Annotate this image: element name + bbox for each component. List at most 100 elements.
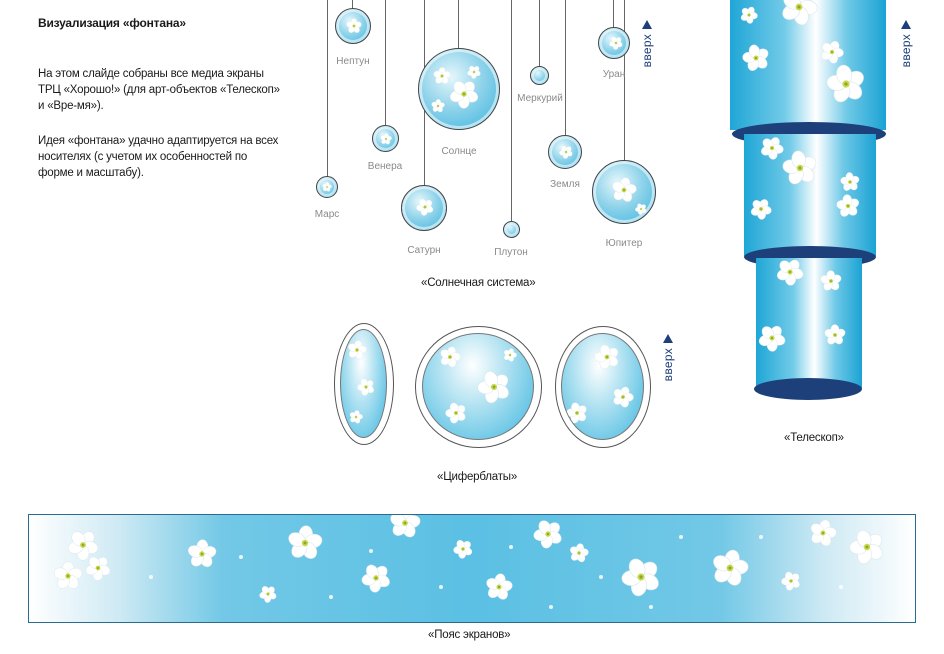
blossom-icon — [570, 543, 589, 563]
planet-label: Венера — [367, 161, 403, 172]
screen-belt — [28, 514, 916, 623]
planet-label: Солнце — [441, 146, 477, 157]
string-sun — [458, 0, 459, 49]
telescope-bottom-ring — [754, 378, 862, 400]
telescope-bottom-screen — [756, 258, 862, 388]
planet-mercury-orb — [530, 66, 549, 85]
blossom-icon — [613, 386, 634, 408]
blossom-icon — [67, 531, 99, 561]
blossom-icon — [594, 344, 619, 370]
string-pluto — [511, 0, 512, 222]
blossom-icon — [453, 540, 473, 559]
blossom-icon — [782, 150, 817, 185]
dial-right-frame — [555, 326, 651, 448]
planet-label: Земля — [550, 179, 580, 190]
blossom-icon — [820, 270, 842, 291]
blossom-icon — [477, 371, 509, 404]
telescope-caption: «Телескоп» — [784, 432, 844, 444]
planet-saturn-orb — [401, 185, 447, 231]
blossom-icon — [533, 520, 562, 549]
planet-neptune-orb — [335, 8, 371, 44]
blossom-icon — [612, 177, 637, 202]
blossom-icon — [566, 402, 587, 424]
blossom-icon — [821, 40, 844, 64]
planet-jupiter-orb — [592, 160, 656, 224]
blossom-icon — [713, 549, 749, 586]
blossom-icon — [53, 561, 83, 589]
dials-up-indicator: вверх — [658, 334, 678, 381]
telescope-up-indicator: вверх — [896, 20, 916, 67]
string-venus — [385, 0, 386, 126]
dial-right-screen — [561, 333, 644, 440]
blossom-icon — [824, 324, 846, 345]
idea-paragraph: Идея «фонтана» удачно адаптируется на вс… — [38, 135, 279, 179]
planet-sun-orb — [418, 48, 500, 130]
telescope-middle-screen — [744, 134, 876, 256]
blossom-icon — [288, 525, 323, 559]
up-label: вверх — [640, 34, 654, 68]
planet-uranus-orb — [598, 27, 630, 59]
planet-label: Нептун — [336, 56, 370, 67]
blossom-icon — [357, 378, 374, 396]
dials-caption: «Циферблаты» — [437, 471, 518, 483]
blossom-icon — [740, 6, 758, 24]
planet-earth-orb — [548, 135, 582, 169]
planet-label: Плутон — [494, 247, 528, 258]
string-jupiter — [624, 0, 625, 161]
blossom-icon — [322, 182, 332, 192]
blossom-icon — [504, 348, 517, 362]
blossom-icon — [348, 340, 367, 360]
blossom-icon — [390, 515, 421, 538]
belt-caption: «Пояс экранов» — [428, 629, 511, 641]
blossom-icon — [836, 194, 859, 217]
planet-pluto-orb — [503, 221, 520, 238]
planet-venus-orb — [372, 125, 399, 152]
blossom-icon — [621, 558, 659, 597]
arrow-up-icon — [642, 20, 652, 29]
up-label: вверх — [661, 348, 675, 382]
string-uranus — [613, 0, 614, 28]
string-mars — [327, 0, 328, 177]
blossom-icon — [467, 65, 481, 79]
telescope-top-screen — [730, 0, 886, 130]
string-mercury — [539, 0, 540, 67]
string-neptune — [352, 0, 353, 10]
blossom-icon — [416, 198, 434, 216]
dial-left-frame — [334, 323, 394, 445]
blossom-icon — [85, 556, 111, 581]
blossom-icon — [777, 259, 804, 286]
string-earth — [565, 0, 566, 136]
planet-label: Меркурий — [517, 93, 563, 104]
blossom-icon — [742, 44, 769, 71]
dial-left-screen — [340, 329, 387, 438]
blossom-icon — [849, 530, 883, 565]
blossom-icon — [782, 0, 818, 26]
blossom-icon — [758, 325, 786, 352]
blossom-icon — [486, 573, 513, 600]
blossom-icon — [761, 137, 784, 160]
solar-system-caption: «Солнечная система» — [421, 277, 536, 289]
planet-label: Сатурн — [407, 245, 441, 256]
dial-center-screen — [422, 333, 534, 440]
planet-mars-orb — [316, 176, 338, 198]
dial-center-frame — [415, 326, 542, 448]
blossom-icon — [346, 18, 362, 33]
blossom-icon — [840, 172, 860, 191]
blossom-icon — [431, 99, 445, 113]
blossom-icon — [449, 81, 479, 109]
blossom-icon — [810, 519, 837, 547]
blossom-icon — [380, 133, 392, 145]
blossom-icon — [750, 199, 772, 220]
blossom-icon — [188, 539, 217, 568]
blossom-icon — [349, 410, 363, 424]
blossom-icon — [826, 64, 864, 103]
blossom-icon — [445, 402, 466, 424]
blossom-icon — [609, 36, 623, 50]
solar-up-indicator: вверх — [637, 20, 657, 67]
intro-paragraph: На этом слайде собраны все медиа экраны … — [38, 68, 280, 112]
slide-title: Визуализация «фонтана» — [38, 16, 186, 30]
arrow-up-icon — [663, 334, 673, 343]
planet-label: Марс — [314, 209, 340, 220]
planet-label: Уран — [602, 69, 626, 80]
blossom-icon — [440, 346, 461, 368]
